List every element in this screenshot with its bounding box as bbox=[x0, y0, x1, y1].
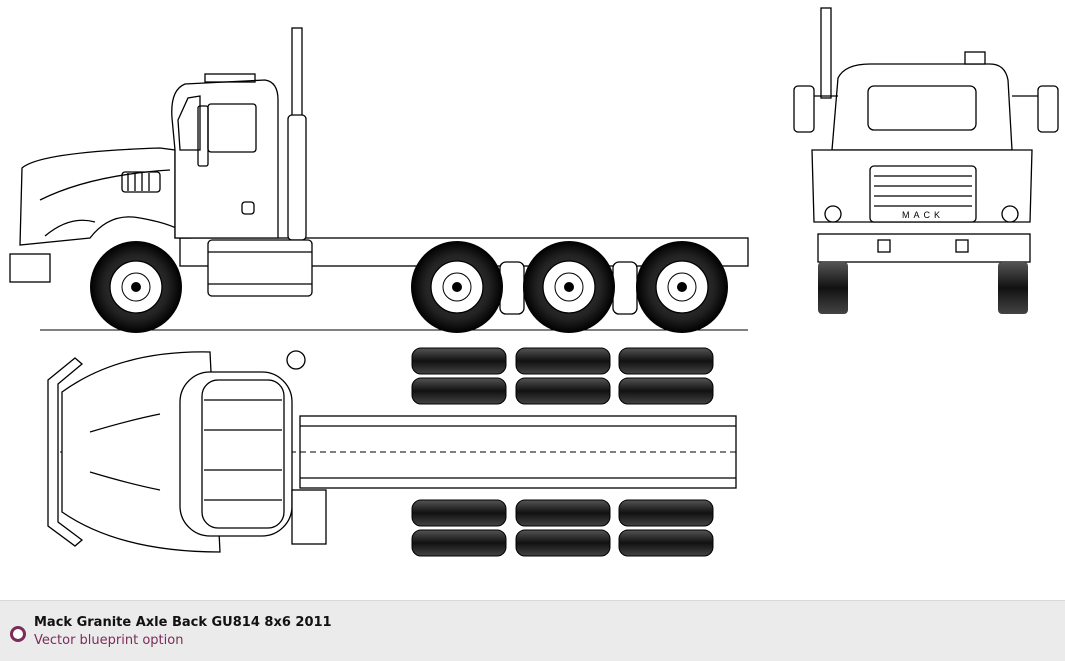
caption-subtitle[interactable]: Vector blueprint option bbox=[34, 633, 184, 648]
caption-title[interactable]: Mack Granite Axle Back GU814 8x6 2011 bbox=[34, 615, 332, 630]
rear-wheel-2 bbox=[523, 241, 615, 333]
front-wheel bbox=[90, 241, 182, 333]
grille-badge: MACK bbox=[902, 210, 944, 220]
truck-blueprint: MACK bbox=[9, 7, 1059, 557]
fuel-tank bbox=[207, 239, 313, 297]
front-view-tires bbox=[818, 262, 1028, 314]
side-wheels bbox=[90, 241, 728, 333]
top-view-tires bbox=[411, 347, 714, 557]
grille bbox=[869, 165, 977, 223]
front-view-bumper bbox=[817, 233, 1031, 263]
front-view: MACK bbox=[793, 7, 1059, 263]
bullet-icon[interactable] bbox=[10, 626, 26, 642]
windshield bbox=[867, 85, 977, 131]
caption-bar: Mack Granite Axle Back GU814 8x6 2011 Ve… bbox=[0, 600, 1065, 661]
front-bumper bbox=[9, 253, 51, 283]
rear-wheel-1 bbox=[411, 241, 503, 333]
rear-wheel-3 bbox=[636, 241, 728, 333]
right-mirror bbox=[1037, 85, 1059, 133]
hood bbox=[19, 147, 192, 246]
top-view bbox=[47, 350, 737, 553]
top-bumper bbox=[47, 357, 84, 547]
left-mirror bbox=[793, 85, 815, 133]
